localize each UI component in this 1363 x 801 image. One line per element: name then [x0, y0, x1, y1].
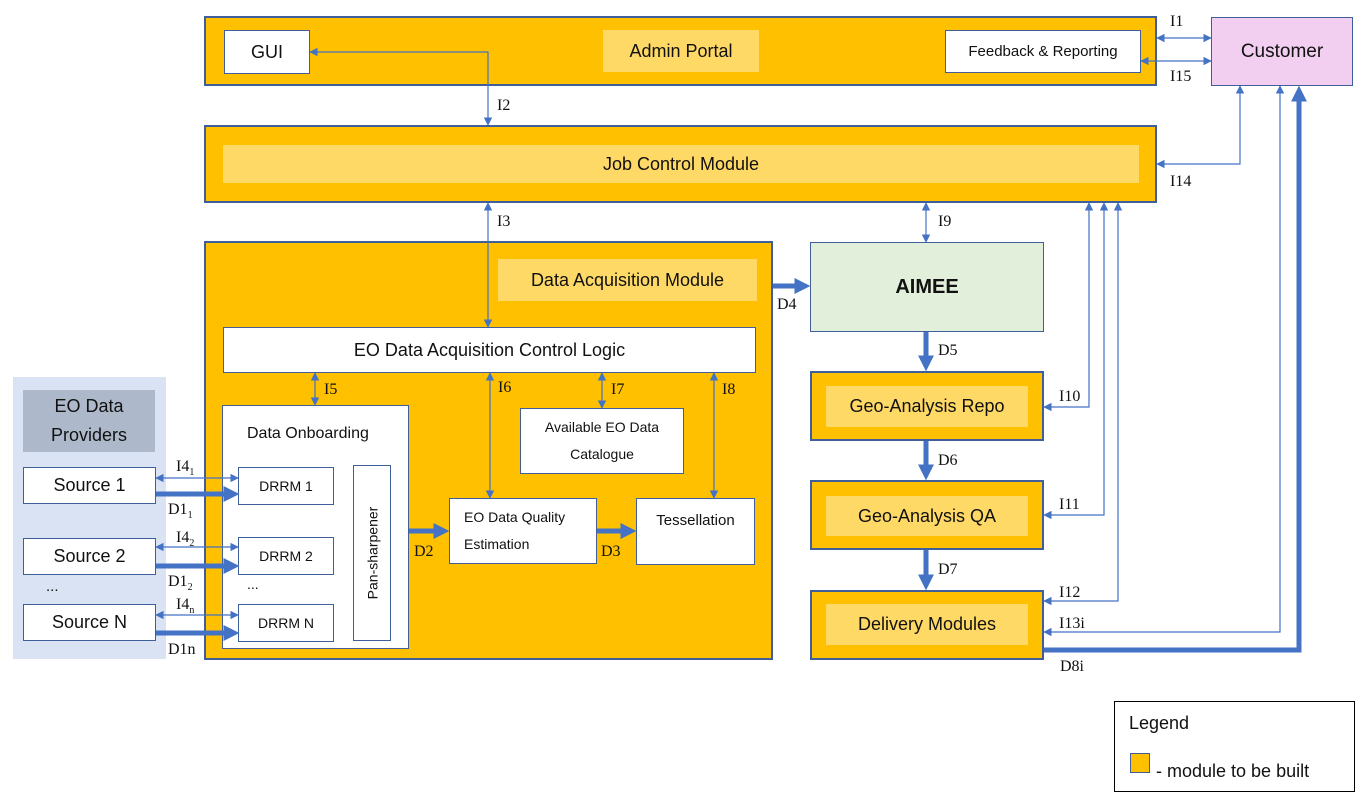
- sources-ellipsis: ...: [46, 578, 59, 595]
- legend-box: [1114, 701, 1355, 792]
- d6-label: D6: [938, 452, 958, 469]
- legend-item-label: - module to be built: [1156, 761, 1310, 781]
- d4-label: D4: [777, 296, 797, 313]
- i2-label: I2: [497, 97, 511, 114]
- d7-label: D7: [938, 561, 958, 578]
- i11-connector: [1043, 202, 1109, 520]
- i13i-label: I13i: [1059, 615, 1085, 632]
- i9-label: I9: [938, 213, 952, 230]
- geo-qa-label: Geo-Analysis QA: [826, 496, 1028, 536]
- i12-label: I12: [1059, 584, 1081, 601]
- d1-1-label: D11: [168, 501, 193, 522]
- data-acquisition-title: Data Acquisition Module: [498, 259, 757, 301]
- source-n-box[interactable]: Source N: [23, 604, 156, 641]
- i2-connector: [309, 47, 493, 126]
- data-onboarding-label: Data Onboarding: [247, 425, 369, 442]
- i14-label: I14: [1170, 173, 1192, 190]
- feedback-reporting-box[interactable]: Feedback & Reporting: [945, 30, 1141, 73]
- i7-label: I7: [611, 381, 625, 398]
- d5-label: D5: [938, 342, 958, 359]
- i8-label: I8: [722, 381, 736, 398]
- d1n-label: D1n: [168, 641, 196, 658]
- i6-label: I6: [498, 379, 512, 396]
- i11-label: I11: [1059, 496, 1080, 513]
- drrm-ellipsis: ...: [247, 576, 259, 592]
- i5-label: I5: [324, 381, 338, 398]
- legend-title: Legend: [1129, 713, 1190, 733]
- source-1-box[interactable]: Source 1: [23, 467, 156, 504]
- i13i-connector: [1043, 85, 1285, 637]
- pan-sharpener-box[interactable]: Pan-sharpener: [353, 465, 391, 641]
- d3-label: D3: [601, 543, 621, 560]
- legend-swatch: [1130, 753, 1150, 773]
- job-control-label: Job Control Module: [223, 145, 1139, 183]
- i12-connector: [1043, 202, 1123, 606]
- delivery-label: Delivery Modules: [826, 604, 1028, 645]
- i4-1-label: I41: [176, 458, 195, 479]
- drrm-2-box[interactable]: DRRM 2: [238, 537, 334, 575]
- d8i-flow: [1044, 85, 1308, 653]
- drrm-n-box[interactable]: DRRM N: [238, 604, 334, 642]
- quality-estimation-box[interactable]: EO Data Quality Estimation: [449, 498, 597, 564]
- drrm-1-box[interactable]: DRRM 1: [238, 467, 334, 505]
- i15-label: I15: [1170, 68, 1192, 85]
- i3-label: I3: [497, 213, 511, 230]
- geo-repo-label: Geo-Analysis Repo: [826, 386, 1028, 427]
- tessellation-box[interactable]: Tessellation: [636, 498, 755, 565]
- customer-box[interactable]: Customer: [1211, 17, 1353, 86]
- i10-label: I10: [1059, 388, 1081, 405]
- source-2-box[interactable]: Source 2: [23, 538, 156, 575]
- d2-label: D2: [414, 543, 434, 560]
- i4-n-label: I4n: [176, 596, 195, 617]
- d1-2-label: D12: [168, 573, 193, 594]
- providers-title: EO Data Providers: [23, 390, 155, 452]
- d8i-label: D8i: [1060, 658, 1084, 675]
- gui-box[interactable]: GUI: [224, 30, 310, 74]
- i1-label: I1: [1170, 13, 1184, 30]
- i10-connector: [1043, 202, 1094, 412]
- i4-2-label: I42: [176, 529, 195, 550]
- i14-connector: [1156, 85, 1245, 169]
- aimee-box[interactable]: AIMEE: [810, 242, 1044, 332]
- admin-portal-label: Admin Portal: [603, 30, 759, 72]
